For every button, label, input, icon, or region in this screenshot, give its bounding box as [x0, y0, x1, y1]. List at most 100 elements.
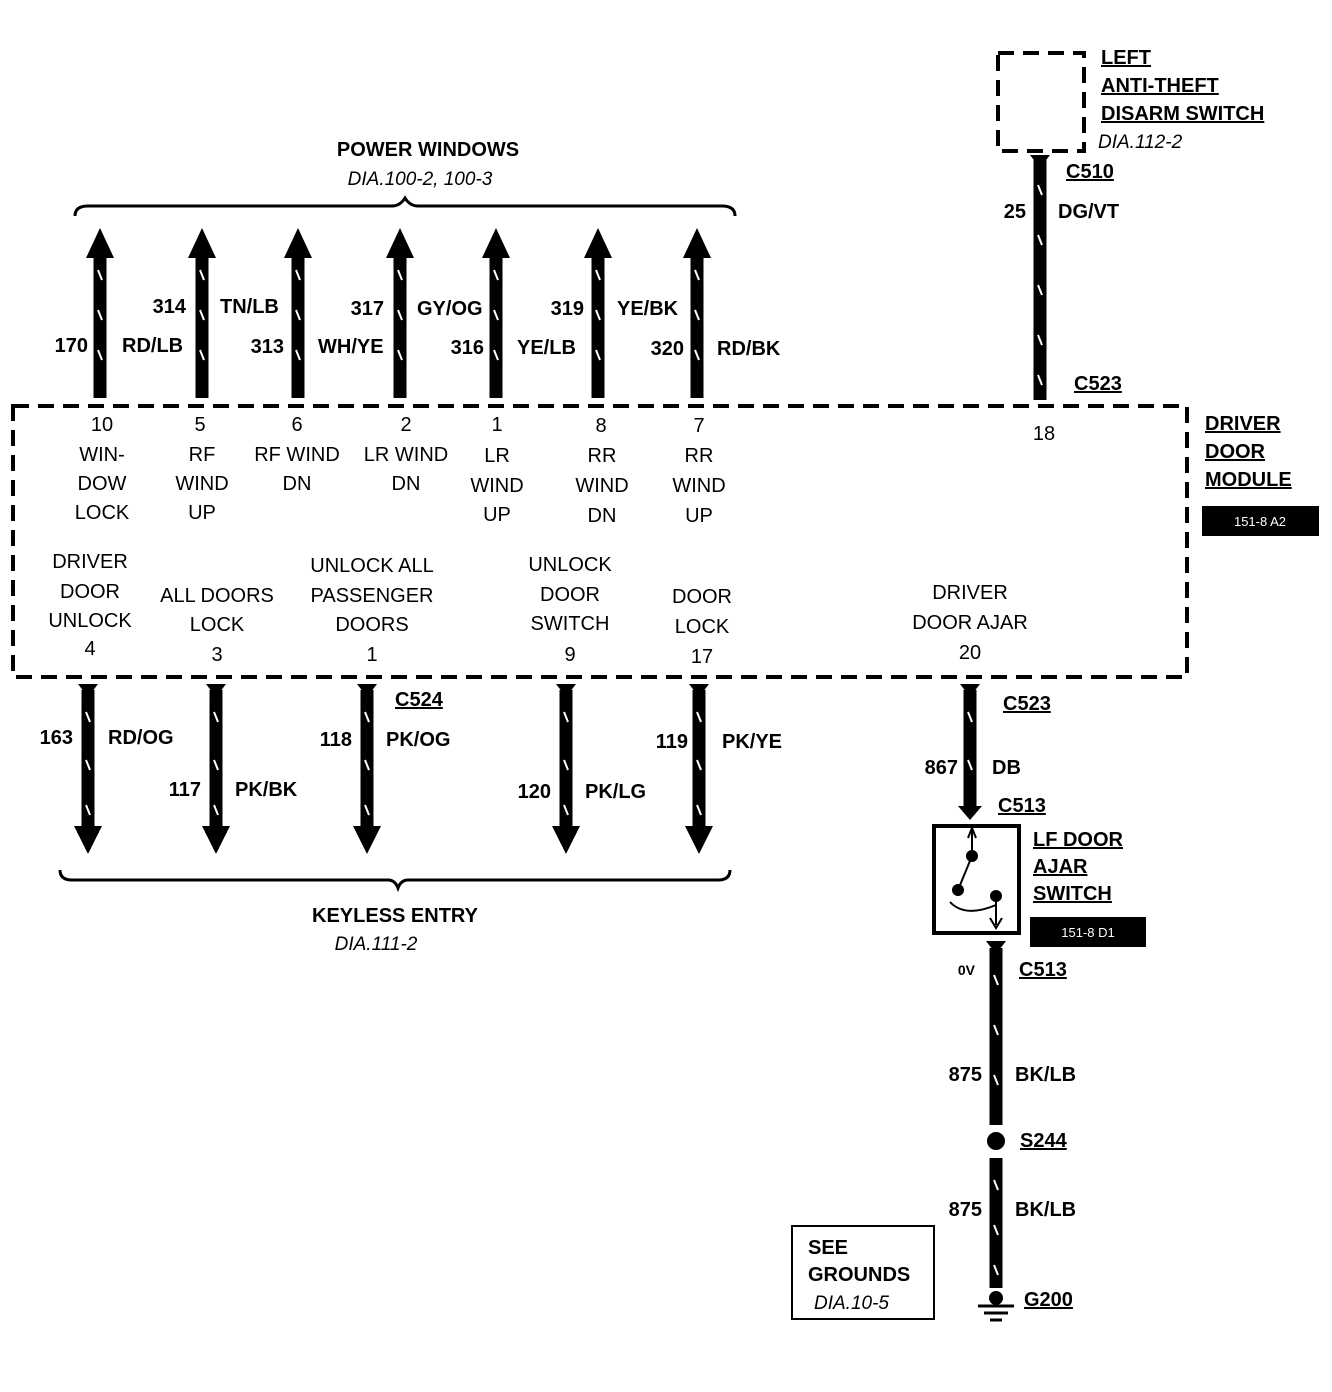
power-windows-title: POWER WINDOWS — [337, 139, 519, 161]
svg-text:LOCK: LOCK — [190, 614, 245, 636]
circuit-320: 320 — [651, 338, 684, 360]
see-grounds-box — [791, 1225, 935, 1320]
svg-text:DOW: DOW — [78, 473, 127, 495]
svg-text:RR: RR — [588, 445, 617, 467]
svg-text:UNLOCK: UNLOCK — [48, 610, 132, 632]
svg-text:1: 1 — [366, 644, 377, 666]
color-db: DB — [992, 757, 1021, 779]
svg-text:DRIVER: DRIVER — [932, 582, 1008, 604]
ajar-switch-line1: LF DOOR — [1033, 829, 1124, 851]
circuit-875-lower: 875 — [949, 1199, 982, 1221]
svg-text:18: 18 — [1033, 423, 1055, 445]
color-pk-og: PK/OG — [386, 729, 450, 751]
module-badge[interactable] — [1202, 506, 1319, 536]
svg-text:RF WIND: RF WIND — [254, 444, 340, 466]
anti-theft-line3: DISARM SWITCH — [1101, 103, 1264, 125]
see-grounds-line1: SEE — [808, 1237, 848, 1259]
connector-c513-top: C513 — [998, 795, 1046, 817]
svg-text:17: 17 — [691, 646, 713, 668]
top-wires — [86, 228, 711, 398]
switch-icon — [949, 825, 1003, 930]
svg-text:DN: DN — [283, 473, 312, 495]
svg-text:6: 6 — [291, 414, 302, 436]
svg-text:WIND: WIND — [672, 475, 725, 497]
svg-text:DN: DN — [392, 473, 421, 495]
top-pin-labels: 10 WIN- DOW LOCK 5 RF WIND UP 6 RF WIND … — [75, 414, 1055, 527]
svg-text:UNLOCK: UNLOCK — [528, 554, 612, 576]
ajar-switch-badge[interactable] — [1030, 917, 1146, 947]
circuit-313: 313 — [251, 336, 284, 358]
ajar-switch-badge-text: 151-8 D1 — [1061, 925, 1114, 940]
c513-bottom-mark — [986, 941, 1006, 954]
color-pk-lg: PK/LG — [585, 781, 646, 803]
svg-text:7: 7 — [693, 415, 704, 437]
svg-text:4: 4 — [84, 638, 95, 660]
circuit-163: 163 — [40, 727, 73, 749]
see-grounds-ref[interactable]: DIA.10-5 — [814, 1293, 889, 1314]
module-badge-text: 151-8 A2 — [1234, 514, 1286, 529]
connector-c513-bottom: C513 — [1019, 959, 1067, 981]
svg-text:LR: LR — [484, 445, 510, 467]
svg-text:DOOR AJAR: DOOR AJAR — [912, 612, 1028, 634]
splice-s244-dot — [987, 1132, 1005, 1150]
svg-text:8: 8 — [595, 415, 606, 437]
svg-text:PASSENGER: PASSENGER — [311, 585, 434, 607]
color-bk-lb-lower: BK/LB — [1015, 1199, 1076, 1221]
circuit-119: 119 — [656, 731, 688, 753]
lf-door-ajar-switch-box — [932, 824, 1021, 935]
circuit-314: 314 — [153, 296, 187, 318]
svg-text:DRIVER: DRIVER — [52, 551, 128, 573]
module-name-line3: MODULE — [1205, 469, 1292, 491]
keyless-entry-title: KEYLESS ENTRY — [312, 905, 479, 927]
svg-text:WIND: WIND — [175, 473, 228, 495]
circuit-316: 316 — [451, 337, 484, 359]
color-dg-vt: DG/VT — [1058, 201, 1119, 223]
color-rd-lb: RD/LB — [122, 335, 183, 357]
color-bk-lb-upper: BK/LB — [1015, 1064, 1076, 1086]
svg-text:UP: UP — [188, 502, 216, 524]
bottom-pin-labels: DRIVER DOOR UNLOCK 4 ALL DOORS LOCK 3 UN… — [48, 551, 1027, 668]
svg-text:DN: DN — [588, 505, 617, 527]
svg-text:UNLOCK ALL: UNLOCK ALL — [310, 555, 433, 577]
svg-text:LOCK: LOCK — [75, 502, 130, 524]
connector-c523-bottom: C523 — [1003, 693, 1051, 715]
splice-s244: S244 — [1020, 1130, 1068, 1152]
color-pk-ye: PK/YE — [722, 731, 782, 753]
circuit-875-upper: 875 — [949, 1064, 982, 1086]
svg-text:WIND: WIND — [575, 475, 628, 497]
ajar-switch-line2: AJAR — [1033, 856, 1088, 878]
color-pk-bk: PK/BK — [235, 779, 298, 801]
circuit-319: 319 — [551, 298, 584, 320]
circuit-170: 170 — [55, 335, 88, 357]
svg-text:DOOR: DOOR — [60, 581, 120, 603]
circuit-120: 120 — [518, 781, 551, 803]
bottom-wires — [74, 684, 713, 854]
svg-text:LR WIND: LR WIND — [364, 444, 448, 466]
circuit-25: 25 — [1004, 201, 1026, 223]
color-ye-lb: YE/LB — [517, 337, 576, 359]
svg-text:UP: UP — [483, 504, 511, 526]
color-gy-og: GY/OG — [417, 298, 483, 320]
keyless-entry-ref[interactable]: DIA.111-2 — [335, 934, 418, 955]
svg-text:RR: RR — [685, 445, 714, 467]
svg-text:LOCK: LOCK — [675, 616, 730, 638]
ground-g200: G200 — [1024, 1289, 1073, 1311]
svg-text:WIND: WIND — [470, 475, 523, 497]
svg-text:9: 9 — [564, 644, 575, 666]
svg-text:20: 20 — [959, 642, 981, 664]
color-ye-bk: YE/BK — [617, 298, 679, 320]
anti-theft-switch-box — [996, 51, 1086, 153]
voltage-0v: 0V — [958, 962, 976, 978]
driver-door-module-box — [11, 404, 1189, 679]
module-name-line1: DRIVER — [1205, 413, 1281, 435]
svg-text:2: 2 — [400, 414, 411, 436]
see-grounds-line2: GROUNDS — [808, 1264, 910, 1286]
anti-theft-ref[interactable]: DIA.112-2 — [1098, 132, 1183, 153]
circuit-867: 867 — [925, 757, 958, 779]
power-windows-ref[interactable]: DIA.100-2, 100-3 — [348, 169, 493, 190]
anti-theft-line1: LEFT — [1101, 47, 1151, 69]
color-rd-bk: RD/BK — [717, 338, 781, 360]
module-name-line2: DOOR — [1205, 441, 1266, 463]
svg-text:1: 1 — [491, 414, 502, 436]
